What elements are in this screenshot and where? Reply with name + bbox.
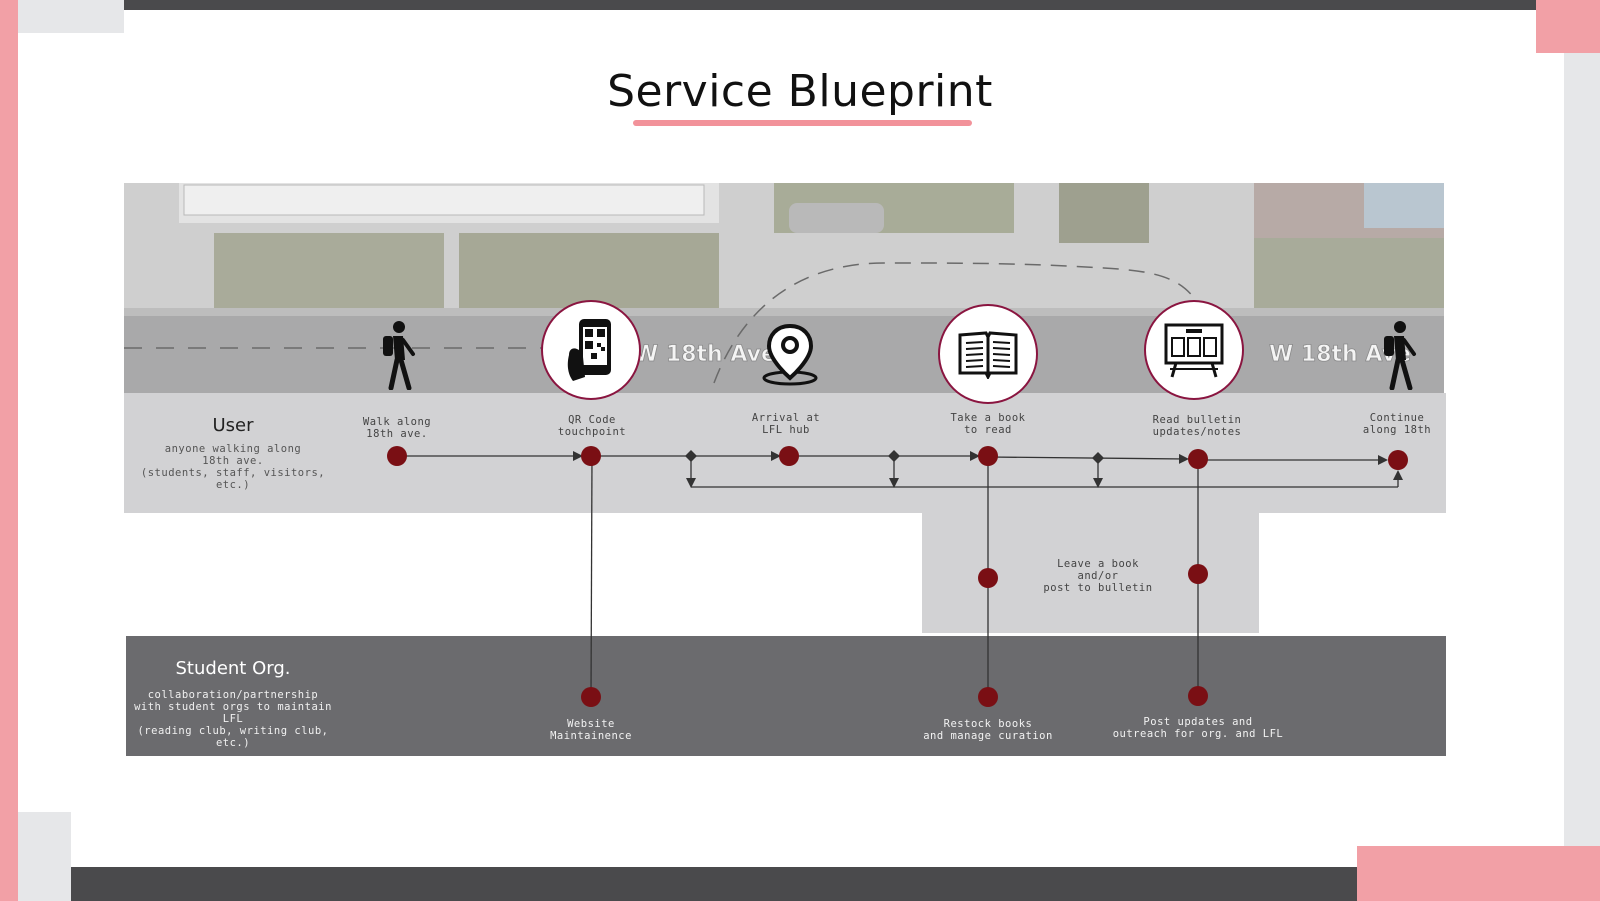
- org-node: [1188, 686, 1208, 706]
- step-label-arrival: Arrival at LFL hub: [751, 412, 821, 436]
- org-node: [978, 687, 998, 707]
- student-org-lane-subtitle: collaboration/partnership with student o…: [134, 689, 332, 749]
- step-node: [1188, 449, 1208, 469]
- mid-node: [1188, 564, 1208, 584]
- step-node: [581, 446, 601, 466]
- step-node: [387, 446, 407, 466]
- decision-diamond: [888, 450, 900, 462]
- org-label-website: Website Maintainence: [550, 718, 632, 742]
- step-label-walk: Walk along 18th ave.: [362, 416, 432, 440]
- open-book-icon: [938, 304, 1038, 404]
- frame-top-dark-bar: [124, 0, 1536, 10]
- student-org-lane-title: Student Org.: [175, 658, 291, 679]
- frame-left-pink-bar: [0, 0, 18, 901]
- frame-top-right-pink-block: [1536, 0, 1600, 53]
- page-title: Service Blueprint: [607, 66, 993, 117]
- bulletin-board-icon: [1144, 300, 1244, 400]
- frame-bottom-right-pink-block: [1357, 846, 1600, 901]
- frame-bottom-left-gray-block: [18, 812, 71, 901]
- flow-arrow: [987, 453, 1189, 464]
- location-pin-icon: [760, 322, 820, 388]
- step-node: [1388, 450, 1408, 470]
- org-label-restock: Restock books and manage curation: [923, 718, 1053, 742]
- decision-diamond: [685, 450, 697, 462]
- step-node: [779, 446, 799, 466]
- decision-diamond: [1092, 452, 1104, 464]
- title-underline: [633, 120, 972, 126]
- frame-right-gray-bar: [1564, 53, 1600, 846]
- user-lane-title: User: [212, 415, 254, 436]
- walking-person-icon: [377, 320, 417, 391]
- street-label-1: W 18th Ave: [634, 342, 776, 367]
- walking-person-icon: [1378, 320, 1418, 391]
- user-lane-subtitle: anyone walking along 18th ave. (students…: [140, 443, 326, 491]
- frame-bottom-dark-bar: [71, 867, 1357, 901]
- step-label-read-bulletin: Read bulletin updates/notes: [1152, 414, 1242, 438]
- vertical-link-qr: [590, 455, 593, 698]
- step-label-take-book: Take a book to read: [950, 412, 1026, 436]
- org-node: [581, 687, 601, 707]
- qr-phone-icon: [541, 300, 641, 400]
- step-node: [978, 446, 998, 466]
- org-label-post-updates: Post updates and outreach for org. and L…: [1112, 716, 1284, 740]
- mid-node: [978, 568, 998, 588]
- step-label-continue: Continue along 18th: [1362, 412, 1432, 436]
- step-label-qr: QR Code touchpoint: [557, 414, 627, 438]
- student-org-swimlane: [126, 636, 1446, 756]
- mid-lane-label: Leave a book and/or post to bulletin: [1043, 558, 1153, 594]
- frame-top-left-gray-block: [18, 0, 124, 33]
